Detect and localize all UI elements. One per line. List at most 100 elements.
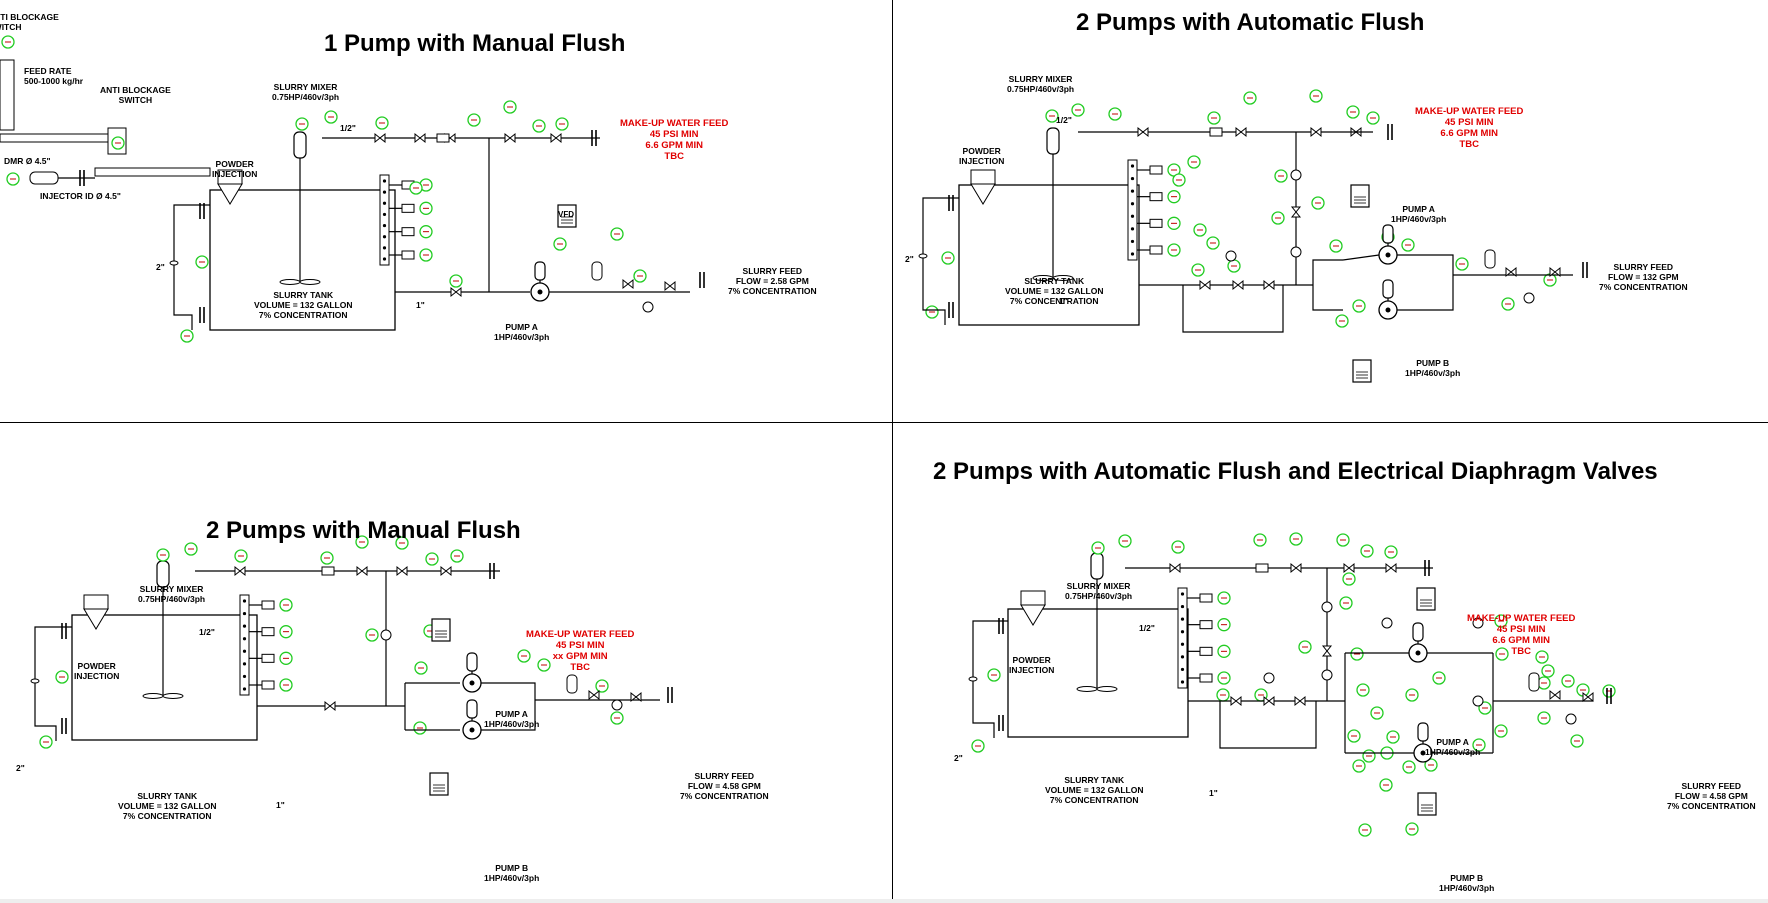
level-probe-point — [382, 179, 387, 183]
pump-impeller — [1385, 307, 1391, 313]
level-probe-point — [382, 190, 387, 194]
level-switch — [401, 227, 415, 237]
flow-sensor — [1290, 246, 1302, 258]
sight-glass — [169, 260, 179, 266]
valve-symbol — [1582, 691, 1594, 703]
valve-symbol — [1385, 562, 1397, 574]
level-probe — [379, 174, 390, 266]
label-slurry-tank: SLURRY TANK VOLUME = 132 GALLON 7% CONCE… — [118, 791, 217, 821]
pipe-line — [1342, 254, 1380, 261]
panel-1-drawing — [0, 35, 705, 343]
pipe-line — [481, 682, 536, 731]
valve-symbol — [396, 565, 408, 577]
flow-meter — [1255, 563, 1269, 573]
level-probe-point — [1130, 227, 1135, 231]
dampener — [1484, 249, 1496, 269]
pump-motor — [1382, 279, 1394, 299]
level-probe-point — [1130, 164, 1135, 168]
powder-hopper — [217, 183, 243, 205]
label-makeup-water: MAKE-UP WATER FEED 45 PSI MIN 6.6 GPM MI… — [1467, 613, 1576, 657]
actuator-motor — [1263, 672, 1275, 684]
sight-glass — [30, 678, 40, 684]
level-probe-point — [242, 674, 247, 679]
label-slurry-feed: SLURRY FEED FLOW = 4.58 GPM 7% CONCENTRA… — [1667, 781, 1756, 811]
panel-3-drawing — [30, 535, 673, 796]
label-pipe-2: 2" — [954, 753, 963, 763]
pump-motor — [466, 652, 478, 672]
valve-symbol — [374, 132, 386, 144]
valve-symbol — [1549, 689, 1561, 701]
powder-hopper — [970, 183, 996, 205]
label-pump-b: PUMP B 1HP/460v/3ph — [1439, 873, 1495, 893]
valve-symbol — [1549, 266, 1561, 278]
pump-motor — [1412, 622, 1424, 642]
screw-conveyor — [94, 167, 211, 177]
powder-hopper — [83, 594, 109, 610]
powder-hopper — [970, 169, 996, 185]
pump-motor — [466, 699, 478, 719]
label-dmr: DMR Ø 4.5" — [4, 156, 51, 166]
level-probe-point — [382, 246, 387, 250]
label-pipe-1: 1" — [416, 300, 425, 310]
pump-impeller — [1385, 252, 1391, 258]
level-probe-point — [1130, 189, 1135, 193]
valve-symbol — [440, 565, 452, 577]
level-probe-point — [382, 201, 387, 205]
horizontal-divider — [0, 422, 1768, 423]
label-pump-a: PUMP A 1HP/460v/3ph — [1391, 204, 1447, 224]
valve-symbol — [1199, 279, 1211, 291]
label-powder-injection: POWDER INJECTION — [212, 159, 258, 179]
pipe-line — [972, 620, 1008, 738]
level-probe — [239, 594, 250, 696]
pump-impeller — [469, 680, 475, 686]
valve-symbol — [504, 132, 516, 144]
level-switch — [401, 250, 415, 260]
label-pipe-2: 2" — [905, 254, 914, 264]
flow-sensor — [1565, 713, 1577, 725]
vfd-box — [1352, 359, 1372, 383]
level-probe-point — [1130, 252, 1135, 256]
label-pipe-half: 1/2" — [199, 627, 215, 637]
level-probe-point — [382, 212, 387, 217]
vfd-box — [1417, 792, 1437, 816]
valve-symbol — [630, 691, 642, 703]
level-probe-point — [1180, 642, 1185, 646]
slurry-tank — [71, 614, 258, 741]
panel-2-drawing — [918, 89, 1588, 383]
slurry-tank — [958, 184, 1140, 326]
powder-hopper — [1020, 604, 1046, 626]
mixer-blade — [162, 693, 184, 699]
panel-title: 2 Pumps with Automatic Flush and Electri… — [933, 458, 1658, 485]
level-probe-point — [242, 599, 247, 603]
level-probe-point — [1130, 202, 1135, 206]
dampener — [1528, 672, 1540, 692]
valve-symbol — [1290, 206, 1302, 218]
valve-symbol — [1230, 695, 1242, 707]
level-probe-point — [242, 624, 247, 628]
flow-sensor — [1321, 669, 1333, 681]
feeder-hopper — [0, 59, 15, 131]
pipe-line — [34, 626, 72, 741]
level-switch — [1149, 218, 1163, 228]
label-anti-blockage-switch-2: ANTI BLOCKAGE SWITCH — [100, 85, 171, 105]
label-pipe-half: 1/2" — [1056, 115, 1072, 125]
label-pump-a: PUMP A 1HP/460v/3ph — [1425, 737, 1481, 757]
screw-conveyor — [0, 133, 111, 143]
level-probe-point — [382, 223, 387, 228]
level-probe-point — [1180, 617, 1185, 621]
panel-3-pumps-manual-flush: 2 Pumps with Manual Flush SLURRY MIXER 0… — [0, 423, 891, 899]
label-pipe-1: 1" — [1059, 296, 1068, 306]
pipe-line — [1397, 254, 1454, 311]
level-switch — [1149, 192, 1163, 202]
panel-1-pump-manual-flush: 1 Pump with Manual Flush ANTI BLOCKAGE S… — [0, 0, 891, 421]
label-makeup-water: MAKE-UP WATER FEED 45 PSI MIN 6.6 GPM MI… — [1415, 106, 1524, 150]
valve-symbol — [1235, 126, 1247, 138]
valve-symbol — [550, 132, 562, 144]
pump-motor — [534, 261, 546, 281]
mixer-motor — [1090, 552, 1104, 580]
mixer-blade — [1096, 686, 1118, 692]
pump-motor — [1382, 224, 1394, 244]
panel-title: 2 Pumps with Automatic Flush — [1076, 9, 1425, 36]
level-probe-point — [242, 649, 247, 653]
label-pump-b: PUMP B 1HP/460v/3ph — [1405, 358, 1461, 378]
